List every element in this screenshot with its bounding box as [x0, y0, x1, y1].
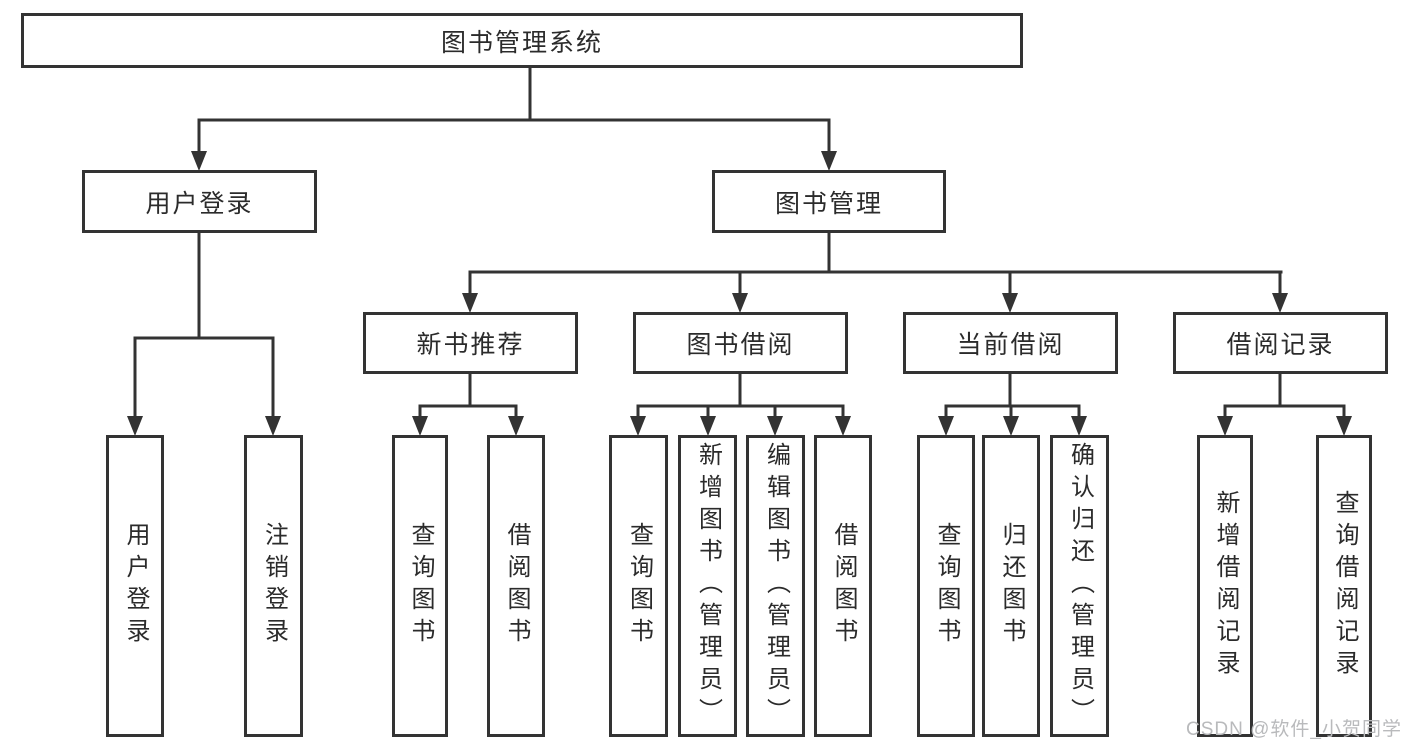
- connector-book-borrow: [636, 372, 845, 421]
- arrowhead-leaf-query-books-new: [412, 416, 428, 436]
- connector-book-management: [468, 231, 1283, 298]
- leaf-query-books-borrow-label: 查询图书: [625, 522, 653, 650]
- node-new-book-recommend-label: 新书推荐: [416, 331, 525, 359]
- connector-borrow-records: [1223, 372, 1346, 421]
- leaf-user-login: 用户登录: [106, 435, 164, 737]
- csdn-watermark: CSDN @软件_小贺同学: [1186, 719, 1402, 740]
- leaf-add-borrow-record-label: 新增借阅记录: [1212, 490, 1239, 682]
- leaf-query-books-borrow: 查询图书: [609, 435, 668, 737]
- leaf-edit-book-admin-label: 编辑图书（管理员）: [762, 442, 790, 730]
- connector-current-borrow: [944, 372, 1081, 421]
- leaf-add-book-admin: 新增图书（管理员）: [678, 435, 737, 737]
- node-new-book-recommend: 新书推荐: [363, 312, 578, 374]
- connector-user-login: [133, 231, 275, 420]
- node-current-borrow: 当前借阅: [903, 312, 1118, 374]
- leaf-logout-label: 注销登录: [260, 522, 288, 650]
- leaf-edit-book-admin: 编辑图书（管理员）: [746, 435, 805, 737]
- arrowhead-user-login: [191, 151, 207, 171]
- leaf-query-books-new-label: 查询图书: [407, 522, 434, 650]
- arrowhead-leaf-add-borrow-record: [1217, 416, 1233, 436]
- arrowhead-leaf-user-login: [127, 416, 143, 436]
- leaf-borrow-books-new-label: 借阅图书: [503, 522, 530, 650]
- leaf-return-book-label: 归还图书: [998, 522, 1025, 650]
- connector-root: [197, 66, 831, 155]
- leaf-add-borrow-record: 新增借阅记录: [1197, 435, 1253, 737]
- leaf-query-books-current-label: 查询图书: [933, 522, 960, 650]
- leaf-borrow-books-label: 借阅图书: [830, 522, 857, 650]
- arrowhead-leaf-logout: [265, 416, 281, 436]
- arrowhead-leaf-add-book-admin: [700, 416, 716, 436]
- node-book-management-label: 图书管理: [774, 189, 883, 218]
- arrowhead-book-borrow: [732, 293, 748, 313]
- arrowhead-leaf-confirm-return-admin: [1071, 416, 1087, 436]
- arrowhead-leaf-borrow-books: [835, 416, 851, 436]
- leaf-borrow-books-new: 借阅图书: [487, 435, 545, 737]
- node-book-borrow: 图书借阅: [633, 312, 848, 374]
- leaf-query-borrow-record: 查询借阅记录: [1316, 435, 1372, 737]
- leaf-user-login-label: 用户登录: [122, 522, 149, 650]
- node-borrow-records-label: 借阅记录: [1226, 331, 1335, 359]
- node-current-borrow-label: 当前借阅: [956, 331, 1065, 359]
- connector-new-book-recommend: [418, 372, 518, 421]
- arrowhead-leaf-query-books-borrow: [630, 416, 646, 436]
- leaf-query-books-current: 查询图书: [917, 435, 975, 737]
- arrowhead-leaf-query-borrow-record: [1336, 416, 1352, 436]
- node-root: 图书管理系统: [21, 13, 1023, 68]
- leaf-query-borrow-record-label: 查询借阅记录: [1331, 490, 1358, 682]
- node-book-management: 图书管理: [712, 170, 946, 233]
- arrowhead-new-book-recommend: [462, 293, 478, 313]
- arrowhead-leaf-return-book: [1003, 416, 1019, 436]
- arrowhead-borrow-records: [1272, 293, 1288, 313]
- node-borrow-records: 借阅记录: [1173, 312, 1388, 374]
- leaf-confirm-return-admin: 确认归还（管理员）: [1050, 435, 1109, 737]
- arrowhead-leaf-edit-book-admin: [767, 416, 783, 436]
- leaf-borrow-books: 借阅图书: [814, 435, 872, 737]
- node-user-login-label: 用户登录: [145, 189, 254, 218]
- leaf-logout: 注销登录: [244, 435, 303, 737]
- leaf-query-books-new: 查询图书: [392, 435, 448, 737]
- arrowhead-leaf-borrow-books-new: [508, 416, 524, 436]
- arrowhead-current-borrow: [1002, 293, 1018, 313]
- arrowhead-leaf-query-books-current: [938, 416, 954, 436]
- leaf-return-book: 归还图书: [982, 435, 1040, 737]
- node-root-label: 图书管理系统: [440, 28, 603, 57]
- leaf-add-book-admin-label: 新增图书（管理员）: [694, 442, 722, 730]
- node-book-borrow-label: 图书借阅: [686, 331, 795, 359]
- node-user-login: 用户登录: [82, 170, 317, 233]
- leaf-confirm-return-admin-label: 确认归还（管理员）: [1066, 442, 1094, 730]
- arrowhead-book-management: [821, 151, 837, 171]
